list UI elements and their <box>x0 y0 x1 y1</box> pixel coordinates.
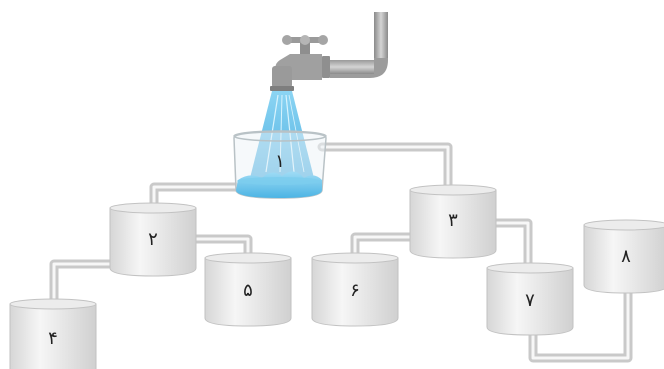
container-1-label: ۱ <box>275 151 285 172</box>
container-1: ۱ <box>233 130 327 199</box>
container-7-label: ۷ <box>525 290 535 311</box>
container-3-label: ۳ <box>448 210 458 231</box>
container-4-label: ۴ <box>48 328 58 349</box>
container-2-label: ۲ <box>148 229 158 250</box>
pipe-1-to-3 <box>317 142 453 195</box>
container-6-label: ۶ <box>350 280 360 301</box>
container-2: ۲ <box>109 202 197 277</box>
faucet-icon <box>270 12 388 91</box>
container-6: ۶ <box>311 252 399 327</box>
container-3: ۳ <box>409 184 497 259</box>
pipe-2-to-4 <box>49 259 115 308</box>
container-5-label: ۵ <box>243 280 253 301</box>
container-5: ۵ <box>204 252 292 327</box>
container-8-label: ۸ <box>621 246 631 267</box>
container-7: ۷ <box>486 262 574 336</box>
pipe-3-to-7 <box>490 218 533 273</box>
container-4: ۴ <box>9 298 97 369</box>
container-8: ۸ <box>583 219 664 294</box>
